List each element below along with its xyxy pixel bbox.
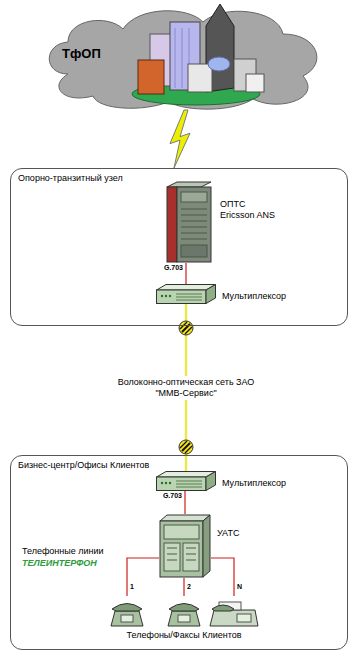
pbx-icon [159, 514, 211, 578]
note-label: Телефонные линии [22, 546, 104, 557]
g703-link [185, 263, 186, 284]
multiplexer-icon [156, 284, 216, 304]
node-text: Бизнес-центр/Офисы Клиентов [18, 460, 149, 471]
switch-cabinet-icon [166, 181, 212, 263]
multiplexer-node: Мультиплексор [156, 471, 216, 491]
connector-stripe [185, 327, 192, 334]
cloud-node: ТфОП [38, 4, 326, 112]
connector-circle [179, 321, 193, 335]
edge-label: N [237, 583, 242, 591]
multiplexer-icon [156, 471, 216, 491]
fiber-connector-symbol [179, 440, 193, 454]
phone-line [127, 558, 159, 596]
note-label: ТЕЛЕИНТЕРФОН [22, 558, 97, 569]
switch-node: ОПТС Ericsson ANS [166, 181, 212, 263]
node-text: ОПТС Ericsson ANS [220, 199, 279, 221]
edge-label: 1 [130, 583, 134, 591]
edge-label: G.703 [163, 492, 182, 500]
node-text: УАТС [217, 528, 239, 539]
node-text: Опорно-транзитный узел [18, 173, 123, 184]
site-region: Опорно-транзитный узелОПТС Ericsson ANS М… [10, 168, 348, 326]
connector-circle [179, 440, 193, 454]
phone-line [183, 578, 184, 596]
multiplexer-node: Мультиплексор [156, 284, 216, 304]
pbx-node: УАТС [159, 514, 211, 578]
edge-label: 2 [187, 583, 191, 591]
edge-label: Волоконно-оптическая сеть ЗАО "ММВ-Серви… [116, 376, 256, 400]
phone-line [211, 558, 234, 596]
lightning-link [170, 110, 190, 168]
g703-link [184, 491, 185, 514]
fiber-connector-symbol [179, 321, 193, 335]
node-text: Мультиплексор [222, 478, 286, 489]
connector-stripe [180, 441, 187, 448]
node-text: Телефоны/Факсы Клиентов [109, 630, 259, 641]
phones-node: Телефоны/Факсы Клиентов [109, 596, 259, 644]
node-text: ТфОП [62, 46, 101, 61]
phones-icon [109, 596, 259, 628]
node-text: Мультиплексор [222, 291, 286, 302]
edge-label: G.703 [164, 264, 183, 272]
connector-stripe [185, 446, 192, 453]
